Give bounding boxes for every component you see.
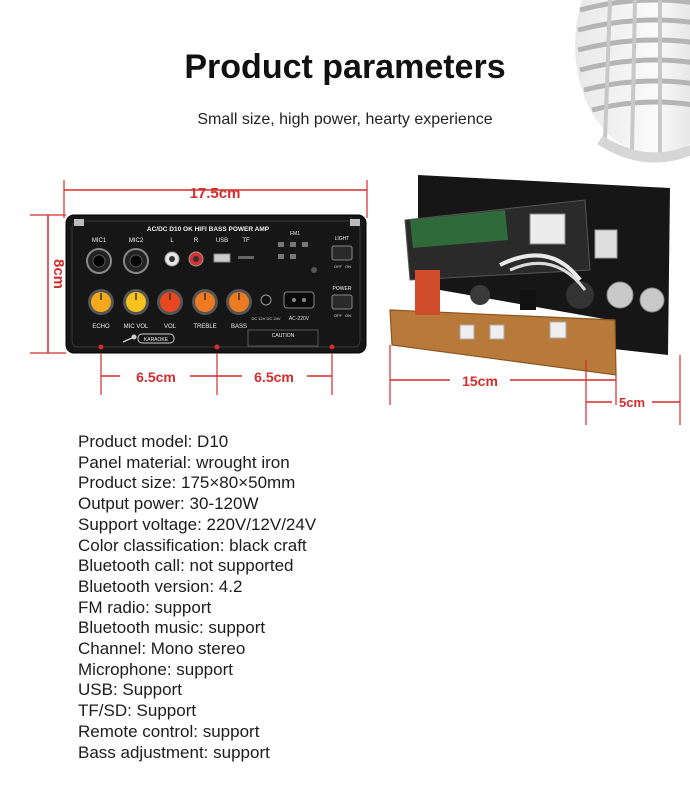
spec-item: Channel: Mono stereo [78, 639, 246, 659]
svg-text:ON: ON [345, 264, 351, 269]
fm-label: FM1 [290, 231, 300, 237]
spec-item: Support voltage: 220V/12V/24V [78, 514, 317, 534]
dc-jack-icon [260, 294, 272, 306]
rca-right-jack-icon [188, 251, 204, 267]
spec-item: Bass adjustment: support [78, 742, 270, 762]
vol-knob-icon [157, 289, 183, 315]
spec-item: Bluetooth music: support [78, 618, 266, 638]
knob-label-vol: VOL [164, 324, 177, 330]
svg-text:OFF: OFF [334, 264, 343, 269]
spec-item: Bluetooth version: 4.2 [78, 576, 243, 596]
tf-slot-icon [238, 256, 254, 259]
jack-label-l: L [170, 238, 174, 244]
mic1-jack-icon [86, 248, 112, 274]
spec-item: FM radio: support [78, 597, 212, 617]
jack-label-mic1: MIC1 [92, 238, 107, 244]
front-panel-diagram: 17.5cm 8cm AC/DC D10 OK HIFI BASS POWER … [30, 180, 368, 395]
width-label: 17.5cm [190, 185, 241, 202]
power-label: POWER [333, 286, 352, 292]
depth-label: 15cm [462, 373, 498, 389]
connector-block [529, 213, 566, 245]
transformer [415, 270, 440, 315]
spec-list: Product model: D10 Panel material: wroug… [78, 432, 316, 763]
ac-socket-icon [283, 291, 315, 309]
caution-label: CAUTION [272, 333, 295, 339]
spec-item: TF/SD: Support [78, 701, 197, 721]
jack-label-usb: USB [216, 238, 228, 244]
mic2-jack-icon [123, 248, 149, 274]
page-subtitle: Small size, high power, hearty experienc… [197, 111, 493, 128]
spec-item: Panel material: wrought iron [78, 452, 290, 472]
power-switch-icon [331, 294, 353, 310]
dc-label: DC 12V DC 24V [251, 316, 280, 321]
knob-label-echo: ECHO [92, 324, 110, 330]
board-side-diagram: 15cm 5cm [389, 175, 681, 425]
light-label: LIGHT [335, 236, 350, 242]
treble-knob-icon [192, 289, 218, 315]
echo-knob-icon [88, 289, 114, 315]
knob-label-treble: TREBLE [193, 324, 216, 330]
thickness-label: 5cm [619, 395, 645, 410]
karaoke-label: KARAOKE [144, 337, 169, 343]
spec-item: Remote control: support [78, 721, 260, 741]
mic-vol-knob-icon [123, 289, 149, 315]
jack-label-tf: TF [242, 238, 250, 244]
knob-label-bass: BASS [231, 324, 247, 330]
spec-item: Product size: 175×80×50mm [78, 473, 296, 493]
microphone-decoration [560, 0, 690, 180]
panel-top-text: AC/DC D10 OK HIFI BASS POWER AMP [147, 226, 270, 233]
spec-item: Output power: 30-120W [78, 494, 259, 514]
spec-item: Color classification: black craft [78, 535, 307, 555]
usb-port-icon [213, 253, 231, 263]
pcb-board [390, 310, 616, 375]
light-switch-icon [331, 245, 353, 261]
page-title: Product parameters [184, 48, 506, 86]
mic-logo-icon [122, 337, 133, 343]
svg-text:ON: ON [345, 313, 351, 318]
spec-item: Product model: D10 [78, 432, 229, 451]
spec-item: Bluetooth call: not supported [78, 556, 294, 576]
knob-label-mic-vol: MIC VOL [124, 324, 149, 330]
jack-label-r: R [194, 238, 199, 244]
jack-label-mic2: MIC2 [129, 238, 144, 244]
left-spacing-label: 6.5cm [136, 369, 176, 385]
spec-item: Microphone: support [78, 659, 233, 679]
spec-item: USB: Support [78, 680, 182, 700]
right-spacing-label: 6.5cm [254, 369, 294, 385]
rca-left-jack-icon [164, 251, 180, 267]
height-label: 8cm [50, 259, 67, 289]
svg-text:OFF: OFF [334, 313, 343, 318]
bass-knob-icon [226, 289, 252, 315]
amplifier-panel [65, 214, 367, 354]
ac-label: AC-220V [289, 316, 310, 322]
